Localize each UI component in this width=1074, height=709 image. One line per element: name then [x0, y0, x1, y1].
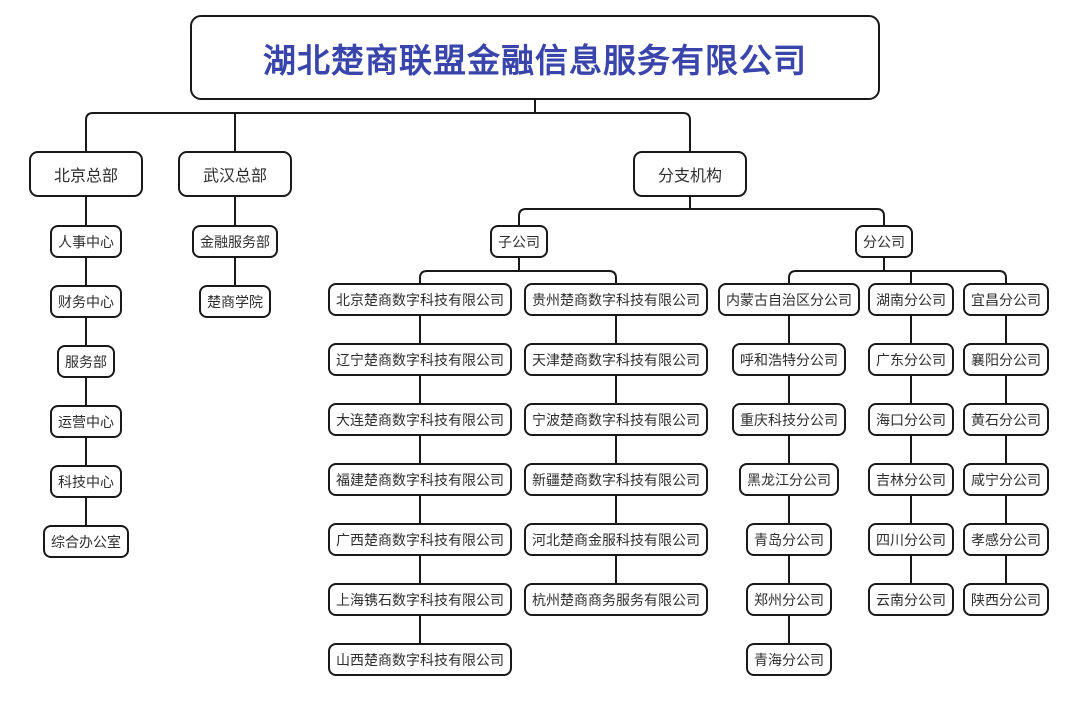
org-node: 北京楚商数字科技有限公司: [328, 283, 512, 316]
org-node: 子公司: [490, 225, 548, 258]
org-node: 辽宁楚商数字科技有限公司: [328, 343, 512, 376]
org-node: 宁波楚商数字科技有限公司: [524, 403, 708, 436]
org-node: 金融服务部: [192, 225, 278, 258]
org-node: 人事中心: [50, 225, 122, 258]
org-node: 襄阳分公司: [963, 343, 1049, 376]
org-node: 广西楚商数字科技有限公司: [328, 523, 512, 556]
org-node: 楚商学院: [199, 285, 271, 318]
org-node: 财务中心: [50, 285, 122, 318]
org-node: 天津楚商数字科技有限公司: [524, 343, 708, 376]
company-title-box: 湖北楚商联盟金融信息服务有限公司: [190, 15, 880, 100]
org-node: 运营中心: [50, 405, 122, 438]
org-node: 陕西分公司: [963, 583, 1049, 616]
org-node: 四川分公司: [868, 523, 954, 556]
org-node: 贵州楚商数字科技有限公司: [524, 283, 708, 316]
org-node: 内蒙古自治区分公司: [718, 283, 860, 316]
org-node: 福建楚商数字科技有限公司: [328, 463, 512, 496]
org-node: 北京总部: [29, 151, 143, 197]
org-node: 综合办公室: [43, 525, 129, 558]
org-node: 科技中心: [50, 465, 122, 498]
company-title: 湖北楚商联盟金融信息服务有限公司: [263, 41, 807, 79]
org-node: 黄石分公司: [963, 403, 1049, 436]
org-node: 新疆楚商数字科技有限公司: [524, 463, 708, 496]
connector-path: [85, 100, 1007, 643]
org-node: 分支机构: [633, 151, 747, 197]
org-node: 宜昌分公司: [963, 283, 1049, 316]
org-node: 孝感分公司: [963, 523, 1049, 556]
org-node: 杭州楚商商务服务有限公司: [524, 583, 708, 616]
org-node: 吉林分公司: [868, 463, 954, 496]
org-node: 山西楚商数字科技有限公司: [328, 643, 512, 676]
org-node: 重庆科技分公司: [732, 403, 846, 436]
org-node: 河北楚商金服科技有限公司: [524, 523, 708, 556]
org-node: 青岛分公司: [746, 523, 832, 556]
org-node: 郑州分公司: [746, 583, 832, 616]
org-node: 海口分公司: [868, 403, 954, 436]
org-node: 呼和浩特分公司: [732, 343, 846, 376]
org-node: 黑龙江分公司: [739, 463, 839, 496]
org-node: 上海镌石数字科技有限公司: [328, 583, 512, 616]
org-node: 湖南分公司: [868, 283, 954, 316]
org-node: 服务部: [57, 345, 115, 378]
org-node: 大连楚商数字科技有限公司: [328, 403, 512, 436]
org-node: 咸宁分公司: [963, 463, 1049, 496]
org-node: 武汉总部: [178, 151, 292, 197]
org-node: 分公司: [855, 225, 913, 258]
org-node: 广东分公司: [868, 343, 954, 376]
org-node: 青海分公司: [746, 643, 832, 676]
org-node: 云南分公司: [868, 583, 954, 616]
